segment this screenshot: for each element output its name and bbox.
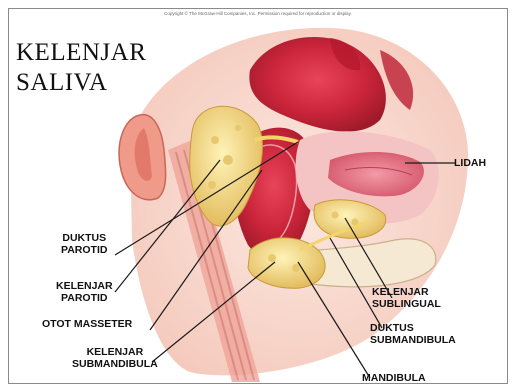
label-duktus-parotid-line1: DUKTUS <box>61 232 107 244</box>
label-duktus-parotid: DUKTUS PAROTID <box>61 232 107 256</box>
label-duktus-parotid-line2: PAROTID <box>61 244 107 256</box>
label-duktus-submandibula-line1: DUKTUS <box>370 322 456 334</box>
label-kelenjar-sublingual-line2: SUBLINGUAL <box>372 298 441 310</box>
label-duktus-submandibula-line2: SUBMANDIBULA <box>370 334 456 346</box>
title-line-2: SALIVA <box>16 68 146 98</box>
label-otot-masseter: OTOT MASSETER <box>42 318 132 330</box>
label-duktus-submandibula: DUKTUS SUBMANDIBULA <box>370 322 456 346</box>
diagram-title: KELENJAR SALIVA <box>16 38 146 98</box>
label-kelenjar-submandibula-line1: KELENJAR <box>72 346 158 358</box>
title-line-1: KELENJAR <box>16 38 146 68</box>
label-kelenjar-submandibula: KELENJAR SUBMANDIBULA <box>72 346 158 370</box>
label-kelenjar-parotid-line2: PAROTID <box>56 292 113 304</box>
label-kelenjar-sublingual-line1: KELENJAR <box>372 286 441 298</box>
label-lidah: LIDAH <box>454 157 486 169</box>
label-kelenjar-parotid-line1: KELENJAR <box>56 280 113 292</box>
label-mandibula: MANDIBULA <box>362 372 426 384</box>
ear <box>119 115 166 200</box>
label-kelenjar-sublingual: KELENJAR SUBLINGUAL <box>372 286 441 310</box>
label-kelenjar-parotid: KELENJAR PAROTID <box>56 280 113 304</box>
label-kelenjar-submandibula-line2: SUBMANDIBULA <box>72 358 158 370</box>
